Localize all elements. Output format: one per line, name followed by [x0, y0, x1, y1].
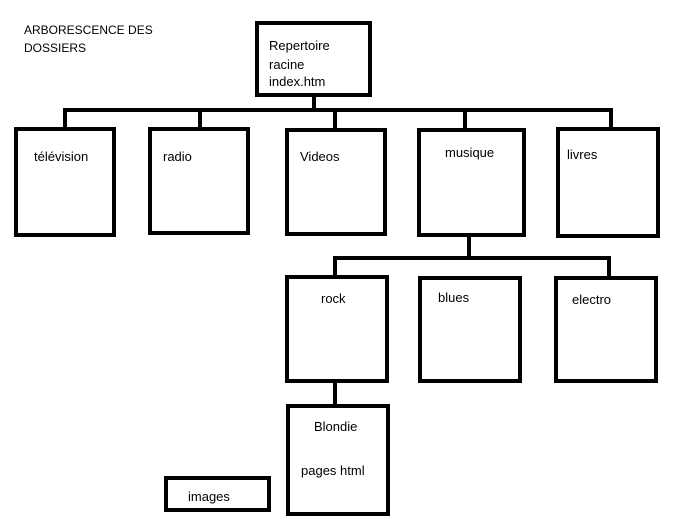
folder-label-livres: livres	[567, 147, 598, 162]
folder-box-livres: livres	[556, 127, 660, 238]
folder-box-electro: electro	[554, 276, 658, 383]
connector-electro-up	[607, 256, 611, 278]
connector-level1-bar	[63, 108, 613, 112]
folder-box-videos: Videos	[285, 128, 387, 236]
folder-box-musique: musique	[417, 128, 526, 237]
folder-label-rock: rock	[321, 291, 346, 306]
folder-label-musique: musique	[445, 145, 495, 160]
folder-box-blondie: Blondie pages html	[286, 404, 390, 516]
connector-musique-down	[467, 234, 471, 258]
connector-radio-up	[198, 108, 202, 129]
root-label-line3: index.htm	[269, 74, 326, 89]
root-label-line2: racine	[269, 57, 305, 72]
diagram-title-line1: ARBORESCENCE DES	[24, 23, 153, 37]
folder-box-radio: radio	[148, 127, 250, 235]
folder-label-television: télévision	[34, 149, 89, 164]
folder-label-videos: Videos	[300, 149, 340, 164]
folder-label-electro: electro	[572, 292, 612, 307]
connector-root-down	[312, 95, 316, 112]
folder-label-images: images	[188, 489, 230, 504]
connector-rock-down	[333, 379, 337, 408]
folder-box-television: télévision	[14, 127, 116, 237]
root-label-line1: Repertoire	[269, 38, 330, 53]
connector-musique-up	[463, 108, 467, 130]
diagram-title: ARBORESCENCE DES DOSSIERS	[24, 21, 153, 57]
connector-videos-up	[333, 108, 337, 130]
folder-label-blues: blues	[438, 290, 470, 305]
diagram-title-line2: DOSSIERS	[24, 41, 87, 55]
connector-livres-up	[609, 108, 613, 130]
folder-label-radio: radio	[163, 149, 192, 164]
folder-box-images: images	[164, 476, 271, 512]
connector-level2-bar	[333, 256, 611, 260]
folder-label-pages-html: pages html	[301, 463, 365, 478]
connector-television-up	[63, 108, 67, 129]
folder-label-blondie: Blondie	[314, 419, 358, 434]
root-folder-box: Repertoire racine index.htm	[255, 21, 372, 97]
folder-box-rock: rock	[285, 275, 389, 383]
folder-box-blues: blues	[418, 276, 522, 383]
connector-rock-up	[333, 256, 337, 278]
